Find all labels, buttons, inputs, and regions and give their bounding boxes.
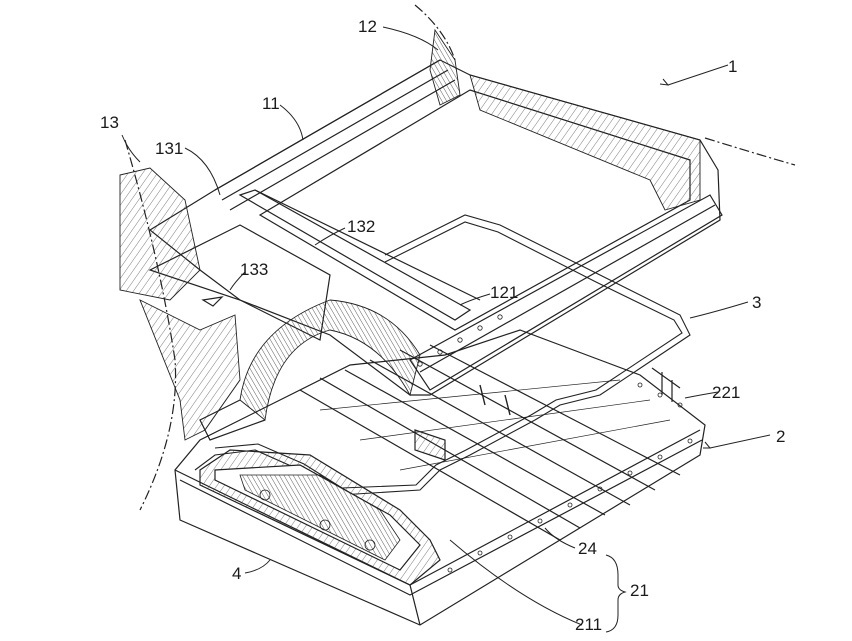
label-121: 121 bbox=[490, 283, 519, 302]
label-211: 211 bbox=[575, 615, 603, 634]
label-11: 11 bbox=[262, 94, 280, 113]
label-4: 4 bbox=[232, 564, 242, 583]
label-2: 2 bbox=[776, 427, 786, 446]
label-13: 13 bbox=[100, 113, 119, 132]
label-21: 21 bbox=[630, 581, 649, 600]
label-221: 221 bbox=[712, 383, 741, 402]
label-133: 133 bbox=[240, 260, 269, 279]
body-frame bbox=[119, 4, 796, 511]
leader-lines bbox=[121, 26, 771, 633]
label-12: 12 bbox=[358, 17, 377, 36]
battery-module bbox=[199, 449, 441, 586]
label-131: 131 bbox=[155, 139, 184, 158]
label-132: 132 bbox=[347, 217, 376, 236]
label-24: 24 bbox=[578, 539, 597, 558]
label-1: 1 bbox=[728, 57, 738, 76]
label-3: 3 bbox=[752, 293, 762, 312]
